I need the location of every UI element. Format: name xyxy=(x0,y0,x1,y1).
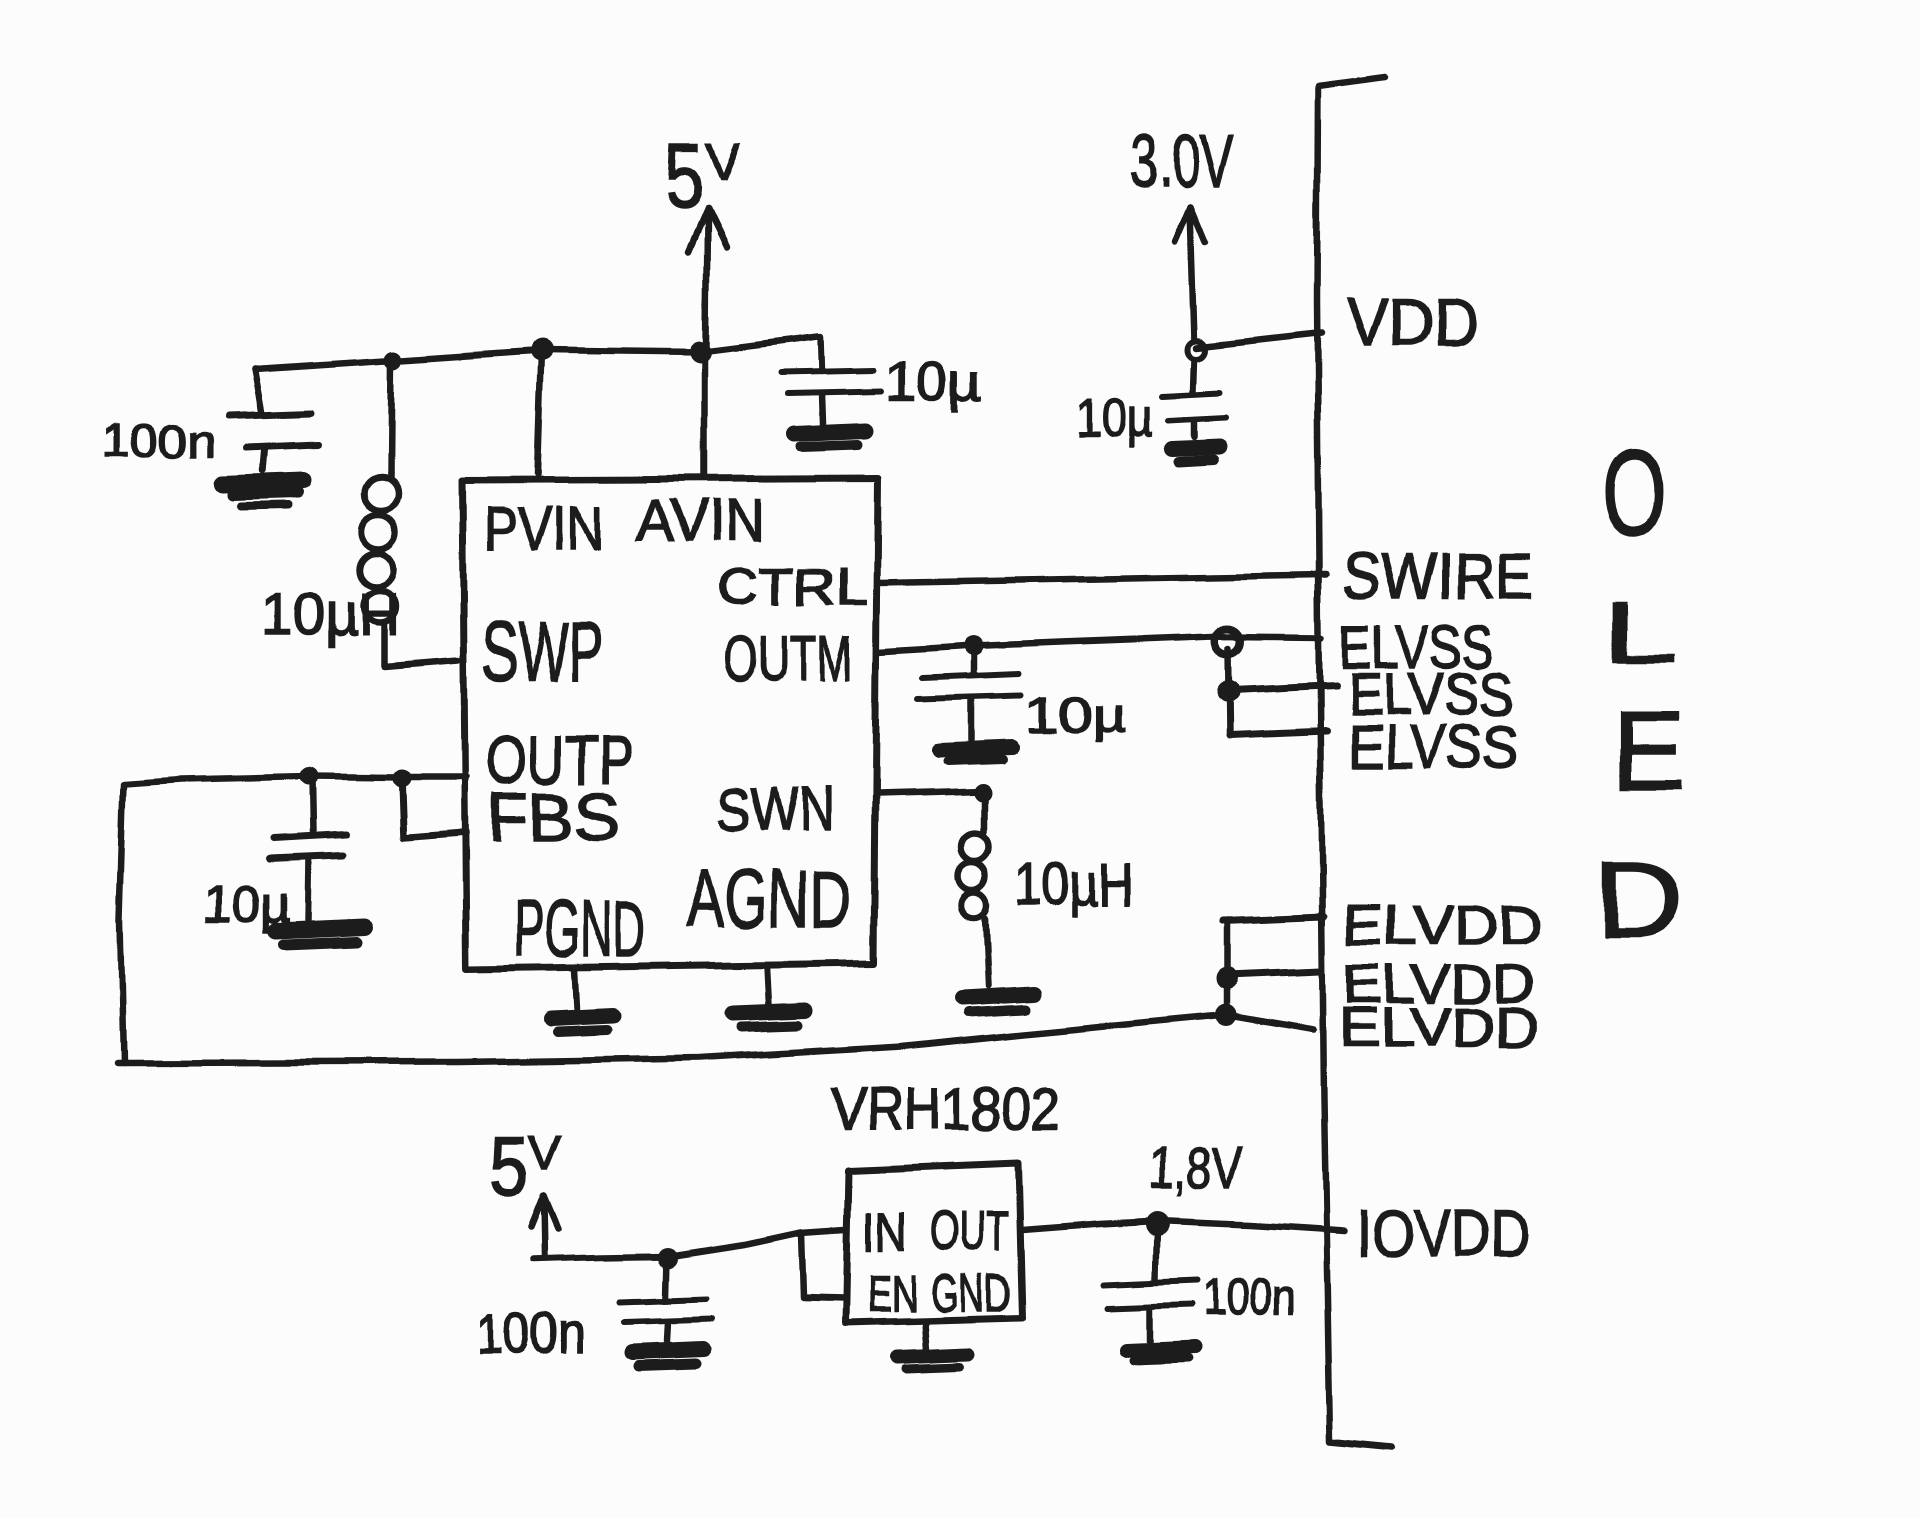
svg-text:ELVDD: ELVDD xyxy=(1339,996,1539,1058)
svg-text:OUTM: OUTM xyxy=(723,625,853,694)
svg-text:10µ: 10µ xyxy=(202,874,290,934)
svg-text:PVIN: PVIN xyxy=(484,495,604,564)
svg-text:3.0V: 3.0V xyxy=(1131,119,1233,202)
svg-text:AVIN: AVIN xyxy=(636,487,765,554)
svg-text:10µH: 10µH xyxy=(1015,851,1133,918)
svg-text:ELVSS: ELVSS xyxy=(1339,613,1494,682)
svg-text:V: V xyxy=(528,1128,560,1181)
svg-text:IOVDD: IOVDD xyxy=(1358,1196,1530,1270)
svg-text:OUT: OUT xyxy=(930,1200,1008,1262)
svg-text:SWN: SWN xyxy=(718,775,834,844)
svg-text:D: D xyxy=(1594,840,1684,958)
svg-text:E: E xyxy=(1611,688,1686,815)
svg-text:AGND: AGND xyxy=(685,854,851,945)
svg-text:100n: 100n xyxy=(1204,1270,1295,1326)
svg-text:5: 5 xyxy=(664,126,704,228)
svg-text:ELVDD: ELVDD xyxy=(1343,894,1542,956)
svg-text:10µ: 10µ xyxy=(1026,687,1126,743)
svg-text:OUTP: OUTP xyxy=(486,721,634,799)
svg-text:IN: IN xyxy=(862,1200,907,1262)
svg-text:O: O xyxy=(1601,424,1667,560)
svg-text:VDD: VDD xyxy=(1348,285,1478,359)
svg-text:10µH: 10µH xyxy=(262,581,400,648)
svg-text:GND: GND xyxy=(930,1264,1011,1323)
svg-text:VRH1802: VRH1802 xyxy=(831,1076,1060,1143)
svg-text:5: 5 xyxy=(489,1120,529,1215)
svg-text:FBS: FBS xyxy=(488,780,619,856)
svg-text:10µ: 10µ xyxy=(885,350,983,412)
svg-text:V: V xyxy=(706,134,741,192)
svg-text:100n: 100n xyxy=(475,1302,586,1364)
svg-text:SWIRE: SWIRE xyxy=(1342,540,1534,612)
svg-text:ELVSS: ELVSS xyxy=(1348,713,1518,782)
svg-text:ELVDD: ELVDD xyxy=(1343,953,1535,1015)
svg-text:CTRL: CTRL xyxy=(716,558,868,615)
svg-text:PGND: PGND xyxy=(514,884,647,973)
svg-text:10µ: 10µ xyxy=(1076,386,1153,449)
svg-text:L: L xyxy=(1603,586,1677,681)
svg-text:EN: EN xyxy=(867,1264,917,1323)
svg-text:1,8V: 1,8V xyxy=(1149,1134,1243,1201)
svg-text:100n: 100n xyxy=(102,415,216,467)
svg-text:ELVSS: ELVSS xyxy=(1348,662,1512,727)
svg-text:SWP: SWP xyxy=(482,604,604,700)
